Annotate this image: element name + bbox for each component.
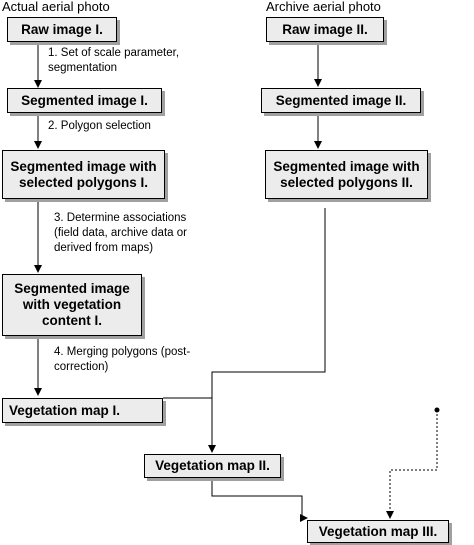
heading-archive-aerial-photo: Archive aerial photo <box>266 0 381 14</box>
archive-source-dot <box>434 407 440 413</box>
box-selected-polygons-1: Segmented image with selected polygons I… <box>2 150 165 199</box>
step-label-2: 2. Polygon selection <box>48 120 151 132</box>
box-segmented-image-1: Segmented image I. <box>7 88 162 113</box>
box-vegetation-map-3: Vegetation map III. <box>307 520 449 543</box>
step-label-1: 1. Set of scale parameter, segmentation <box>48 47 180 74</box>
connector-sel2-to-map2 <box>208 208 326 453</box>
heading-actual-aerial-photo: Actual aerial photo <box>2 0 110 14</box>
box-segmented-image-2: Segmented image II. <box>261 88 421 113</box>
box-selected-polygons-2: Segmented image with selected polygons I… <box>265 150 428 199</box>
step-label-3: 3. Determine associations (field data, a… <box>54 212 187 254</box>
box-raw-image-1: Raw image I. <box>7 17 117 42</box>
box-vegetation-map-2: Vegetation map II. <box>144 454 281 478</box>
dotted-connector-to-map3 <box>386 410 438 519</box>
box-raw-image-2: Raw image II. <box>266 17 384 42</box>
box-vegetation-content-1: Segmented image with vegetation content … <box>2 274 142 336</box>
connector-map2-to-map3 <box>211 478 308 522</box>
box-vegetation-map-1: Vegetation map I. <box>2 398 163 423</box>
step-label-4: 4. Merging polygons (post- correction) <box>54 346 191 373</box>
